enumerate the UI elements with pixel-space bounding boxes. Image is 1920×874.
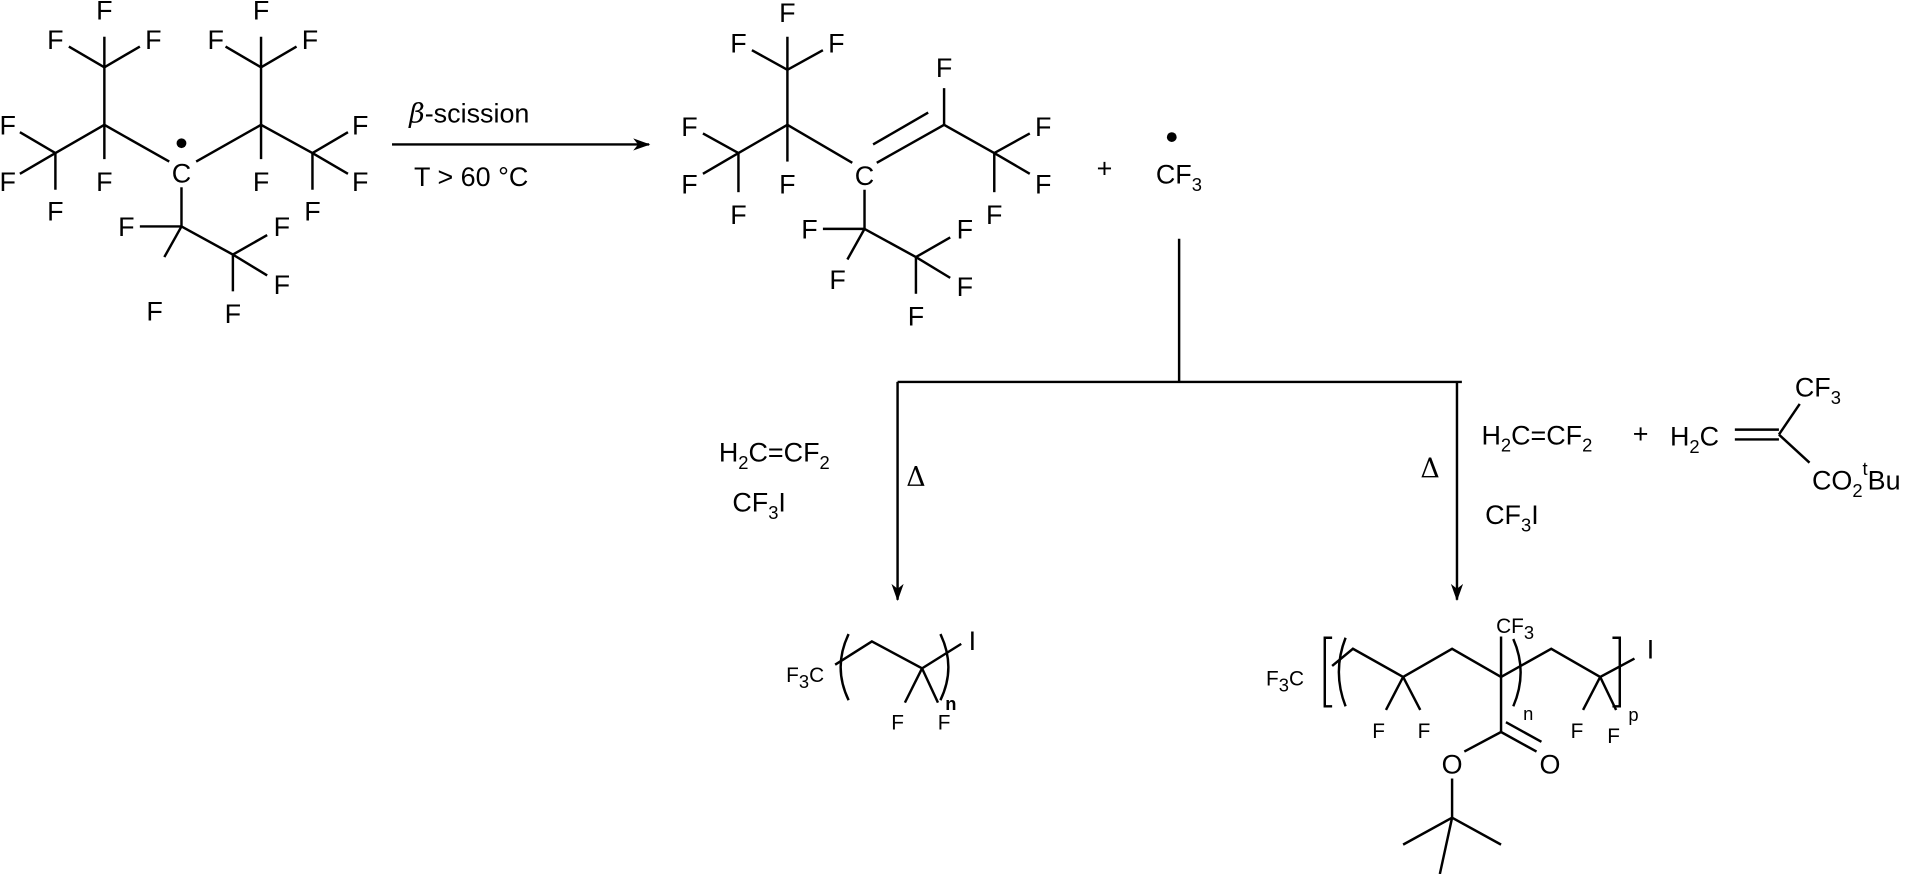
carbonyl-oxygen: O <box>1540 750 1561 780</box>
atom-f: F <box>938 712 951 735</box>
atom-f: F <box>0 111 16 141</box>
atom-f: F <box>957 272 973 302</box>
atom-f: F <box>302 25 318 55</box>
atom-f: F <box>801 215 817 245</box>
cf3-end-group: F3C <box>786 664 824 692</box>
atom-f: F <box>957 215 973 245</box>
branch-arrows <box>891 238 1464 602</box>
atom-f: F <box>986 200 1002 230</box>
atom-f: F <box>146 297 162 327</box>
atom-f: F <box>253 0 269 26</box>
atom-f: F <box>730 29 746 59</box>
atom-f: F <box>1607 725 1620 748</box>
right-branch-conditions: Δ H2C=CF2 + H2C CF3 CO2tBu CF3I <box>1420 373 1900 536</box>
cf3-end-group: F3C <box>1266 667 1304 695</box>
atom-f: F <box>352 111 368 141</box>
atom-f: F <box>908 302 924 332</box>
atom-f: F <box>208 25 224 55</box>
perfluoro-alkene-product: C F F F F F F F F F F F F F F F F <box>681 0 1051 332</box>
bracket-right <box>1612 636 1622 708</box>
atom-f: F <box>118 212 134 242</box>
ester-oxygen: O <box>1442 750 1463 780</box>
plus-sign: + <box>1633 419 1649 449</box>
ester-group: CO2tBu <box>1812 458 1901 501</box>
bonds <box>19 36 349 292</box>
chain-bonds <box>1331 647 1636 679</box>
repeat-n: n <box>945 693 956 714</box>
atom-f: F <box>304 196 320 226</box>
atom-f: F <box>352 167 368 197</box>
atom-f: F <box>1571 720 1584 743</box>
heat-symbol: Δ <box>906 462 925 493</box>
radical-dot <box>176 138 187 149</box>
atom-f: F <box>829 265 845 295</box>
arrow-condition-below: T > 60 °C <box>414 162 528 192</box>
atom-f: F <box>47 196 63 226</box>
atom-f: F <box>145 25 161 55</box>
reagent-vdf: H2C=CF2 <box>1481 420 1592 455</box>
atom-f: F <box>96 0 112 26</box>
mafbu-monomer: H2C CF3 CO2tBu <box>1670 373 1901 501</box>
atom-f: F <box>1035 112 1051 142</box>
atom-f: F <box>828 29 844 59</box>
atom-f: F <box>681 112 697 142</box>
repeat-n: n <box>1523 703 1533 724</box>
iodine-end: I <box>1647 635 1654 665</box>
repeat-paren-left <box>839 633 850 701</box>
chain-bonds <box>834 640 962 670</box>
atom-f: F <box>225 299 241 329</box>
cf3-radical: CF3 <box>1156 132 1202 195</box>
iodine-end: I <box>969 626 976 656</box>
reagent-cf3i: CF3I <box>732 488 786 523</box>
atom-f: F <box>1372 720 1385 743</box>
bracket-left <box>1323 636 1333 708</box>
atom-f: F <box>274 270 290 300</box>
atom-f: F <box>779 169 795 199</box>
paren-left <box>1337 637 1347 707</box>
atom-f: F <box>779 0 795 28</box>
cf3-substituent: CF3 <box>1795 373 1841 408</box>
alkene-carbon: C <box>855 161 874 191</box>
perfluoro-radical-reactant: C F F F F F F F F F F F F F F F F F F F <box>0 0 368 329</box>
repeat-p: p <box>1628 704 1638 725</box>
atom-f: F <box>253 167 269 197</box>
reagent-cf3i: CF3I <box>1485 500 1539 535</box>
atom-f: F <box>730 200 746 230</box>
atom-f: F <box>891 712 904 735</box>
atom-f: F <box>47 25 63 55</box>
beta-scission-arrow: β-scission T > 60 °C <box>392 98 651 192</box>
pvdf-telomer-product: F3C I n F F <box>786 626 976 735</box>
bonds <box>702 36 1031 294</box>
atom-f: F <box>1035 169 1051 199</box>
reagent-vdf: H2C=CF2 <box>719 437 830 472</box>
radical-dot <box>1166 132 1177 142</box>
cf3-substituent: CF3 <box>1496 615 1534 643</box>
repeat-paren-right <box>939 633 950 701</box>
left-branch-conditions: H2C=CF2 CF3I Δ <box>719 437 926 523</box>
heat-symbol: Δ <box>1420 453 1439 484</box>
atom-f: F <box>1418 720 1431 743</box>
paren-right <box>1512 638 1522 707</box>
plus-sign: + <box>1097 153 1113 183</box>
copolymer-product: F3C CF3 n p I F F F F O O <box>1266 615 1654 874</box>
atom-f: F <box>96 167 112 197</box>
atom-f: F <box>0 167 16 197</box>
ch2-label: H2C <box>1670 422 1719 457</box>
cf3-label: CF3 <box>1156 160 1202 195</box>
radical-carbon: C <box>172 158 191 188</box>
arrow-condition-above: β-scission <box>408 98 529 129</box>
atom-f: F <box>274 212 290 242</box>
atom-f: F <box>936 53 952 83</box>
atom-f: F <box>681 169 697 199</box>
